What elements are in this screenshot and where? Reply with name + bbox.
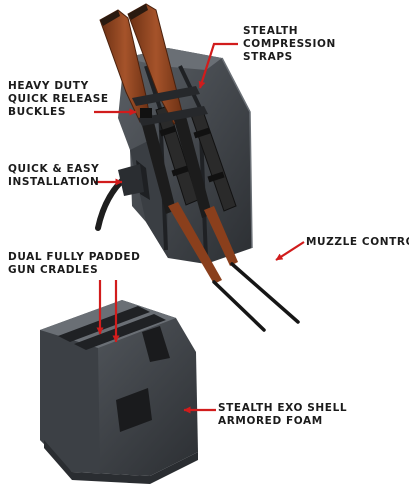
rifle-right-scope-ring1: [193, 127, 211, 139]
rifle-right-forend: [204, 206, 238, 266]
label-line: BUCKLES: [8, 106, 66, 118]
rack-lower-recess: [118, 164, 144, 196]
label-dual-padded-cradles: DUAL FULLY PADDED GUN CRADLES: [8, 251, 140, 277]
rifle-right-barrel: [230, 262, 300, 324]
cradle-groove-1: [58, 306, 150, 342]
rifle-left-forend: [168, 202, 222, 284]
arrow-muzzle-control: [275, 241, 305, 261]
label-exo-shell: STEALTH EXO SHELL ARMORED FOAM: [218, 402, 347, 428]
rifle-right-scope-ring2: [207, 171, 225, 183]
label-heavy-duty-buckles: HEAVY DUTY QUICK RELEASE BUCKLES: [8, 80, 109, 119]
label-line: COMPRESSION: [243, 38, 336, 50]
rifle-left-barrel: [212, 280, 266, 332]
label-line: DUAL FULLY PADDED: [8, 251, 141, 263]
label-line: STEALTH EXO SHELL: [218, 402, 348, 414]
arrow-compression-straps: [198, 42, 238, 89]
label-line: STEALTH: [243, 25, 299, 37]
empty-rack-cutout: [116, 388, 152, 432]
label-muzzle-control: MUZZLE CONTROL: [306, 236, 409, 249]
buckle-clip: [140, 108, 152, 118]
label-line: GUN CRADLES: [8, 264, 99, 276]
rifle-right-receiver: [174, 116, 212, 218]
rifle-left: [99, 9, 266, 332]
cradle-groove-2: [74, 314, 166, 350]
label-line: INSTALLATION: [8, 176, 100, 188]
label-line: HEAVY DUTY: [8, 80, 89, 92]
rifle-left-scope-ring2: [171, 165, 189, 177]
label-line: QUICK & EASY: [8, 163, 100, 175]
empty-rack-foot: [44, 440, 198, 484]
callout-arrows: [94, 42, 305, 414]
label-line: ARMORED FOAM: [218, 415, 323, 427]
rack-ridge: [221, 57, 253, 249]
rifle-left-receiver: [140, 114, 176, 214]
compression-strap-lower: [138, 106, 208, 126]
empty-rack-front: [40, 330, 100, 472]
rifle-left-stock-butt: [100, 10, 120, 26]
rifle-left-stock: [99, 9, 151, 123]
compression-strap-upper: [132, 86, 200, 106]
label-stealth-compression-straps: STEALTH COMPRESSION STRAPS: [243, 25, 336, 64]
label-quick-easy-installation: QUICK & EASY INSTALLATION: [8, 163, 99, 189]
compression-straps: [132, 86, 208, 126]
label-line: STRAPS: [243, 51, 293, 63]
rifle-left-scope-ring1: [159, 125, 177, 137]
label-line: MUZZLE CONTROL: [306, 236, 409, 248]
label-line: QUICK RELEASE: [8, 93, 109, 105]
empty-rack-group: [40, 300, 198, 484]
cradle-strap: [142, 326, 170, 362]
rifle-right-stock-butt: [128, 4, 148, 20]
